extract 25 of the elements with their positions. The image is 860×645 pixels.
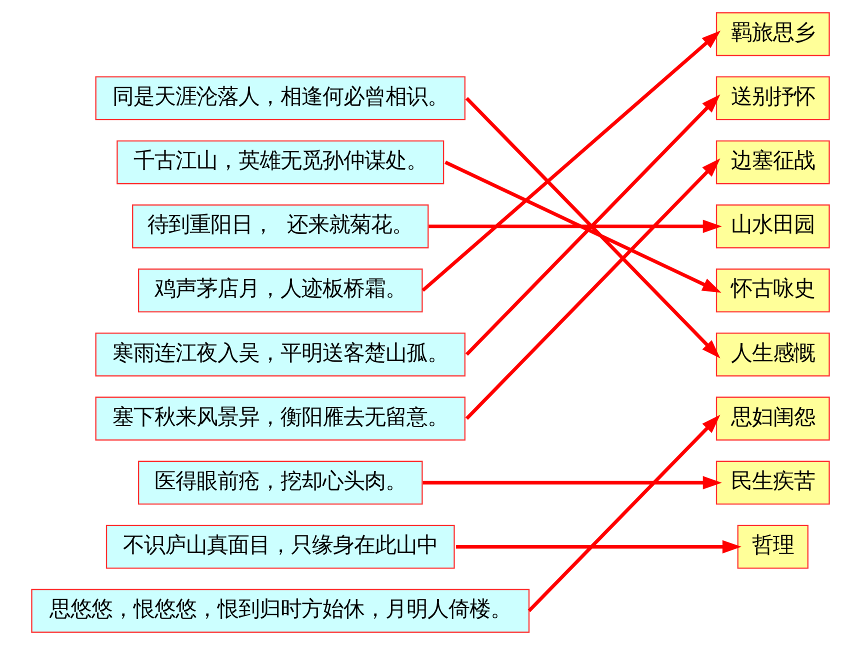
arrow xyxy=(444,160,721,293)
node-box: 送别抒怀 xyxy=(715,76,830,120)
arrow xyxy=(527,414,720,612)
arrow xyxy=(422,476,722,490)
node-box: 塞下秋来风景异，衡阳雁去无留意。 xyxy=(94,396,465,441)
arrow xyxy=(428,220,722,234)
node-box: 寒雨连江夜入吴，平明送客楚山孤。 xyxy=(94,332,465,376)
node-box: 边塞征战 xyxy=(715,140,830,184)
node-box: 待到重阳日， 还来就菊花。 xyxy=(132,204,428,248)
node-box: 人生感慨 xyxy=(715,332,830,376)
node-box: 山水田园 xyxy=(715,204,830,248)
node-box: 不识庐山真面目，只缘身在此山中 xyxy=(105,524,454,569)
node-box: 鸡声茅店月，人迹板桥霜。 xyxy=(137,268,422,312)
arrow xyxy=(464,158,720,420)
node-box: 思妇闺怨 xyxy=(715,396,830,441)
node-box: 哲理 xyxy=(736,524,808,569)
arrow xyxy=(456,540,741,554)
node-box: 怀古咏史 xyxy=(715,268,830,312)
node-box: 千古江山，英雄无觅孙仲谋处。 xyxy=(116,140,444,184)
node-box: 羁旅思乡 xyxy=(715,12,830,56)
arrow xyxy=(421,30,720,292)
node-box: 医得眼前疮，挖却心头肉。 xyxy=(137,460,422,505)
node-box: 思悠悠，恨悠悠，恨到归时方始休，月明人倚楼。 xyxy=(30,588,530,633)
node-box: 民生疾苦 xyxy=(715,460,830,505)
node-box: 同是天涯沦落人，相逢何必曾相识。 xyxy=(94,76,465,120)
